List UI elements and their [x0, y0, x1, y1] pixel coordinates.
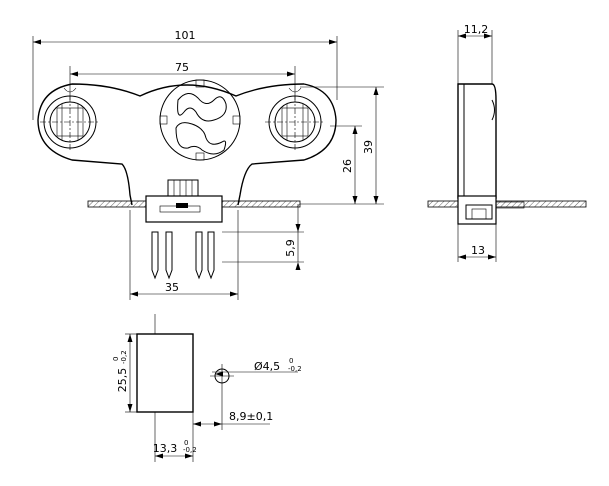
dim-pin-spacing: 75	[175, 61, 189, 74]
front-view: 101 75 39 26 5,9 35	[32, 29, 384, 300]
dim-height-mount: 26	[341, 159, 354, 173]
cutout-height-tol-upper: 0	[112, 357, 120, 361]
cutout-width-tol-upper: 0	[184, 439, 188, 447]
dim-base-depth: 13	[471, 244, 485, 257]
dim-height-total: 39	[362, 140, 375, 154]
hole-offset: 8,9±0,1	[229, 410, 273, 423]
lampholder-outline	[37, 83, 337, 206]
panel-cutout: 13,3 0 -0,2 25,5 0 -0,2 Ø4,5 0 -0,2 8,9±…	[112, 314, 302, 462]
dim-pin-length: 5,9	[284, 239, 297, 257]
side-view: 11,2 13	[427, 23, 587, 262]
dim-overall-width: 101	[175, 29, 196, 42]
cutout-width-value: 13,3	[153, 442, 178, 455]
hole-tol-upper: 0	[289, 357, 293, 365]
center-rotor	[159, 79, 241, 161]
dim-depth: 11,2	[464, 23, 489, 36]
cutout-height-value: 25,5	[116, 368, 129, 393]
hole-tol-lower: -0,2	[288, 365, 302, 373]
terminal-pins	[151, 231, 215, 280]
switch-body	[145, 195, 223, 223]
cutout-height-tol-lower: -0,2	[120, 350, 128, 364]
hole-diameter: Ø4,5	[254, 360, 280, 373]
dim-base-width: 35	[165, 281, 179, 294]
cutout-width-tol-lower: -0,2	[183, 446, 197, 454]
